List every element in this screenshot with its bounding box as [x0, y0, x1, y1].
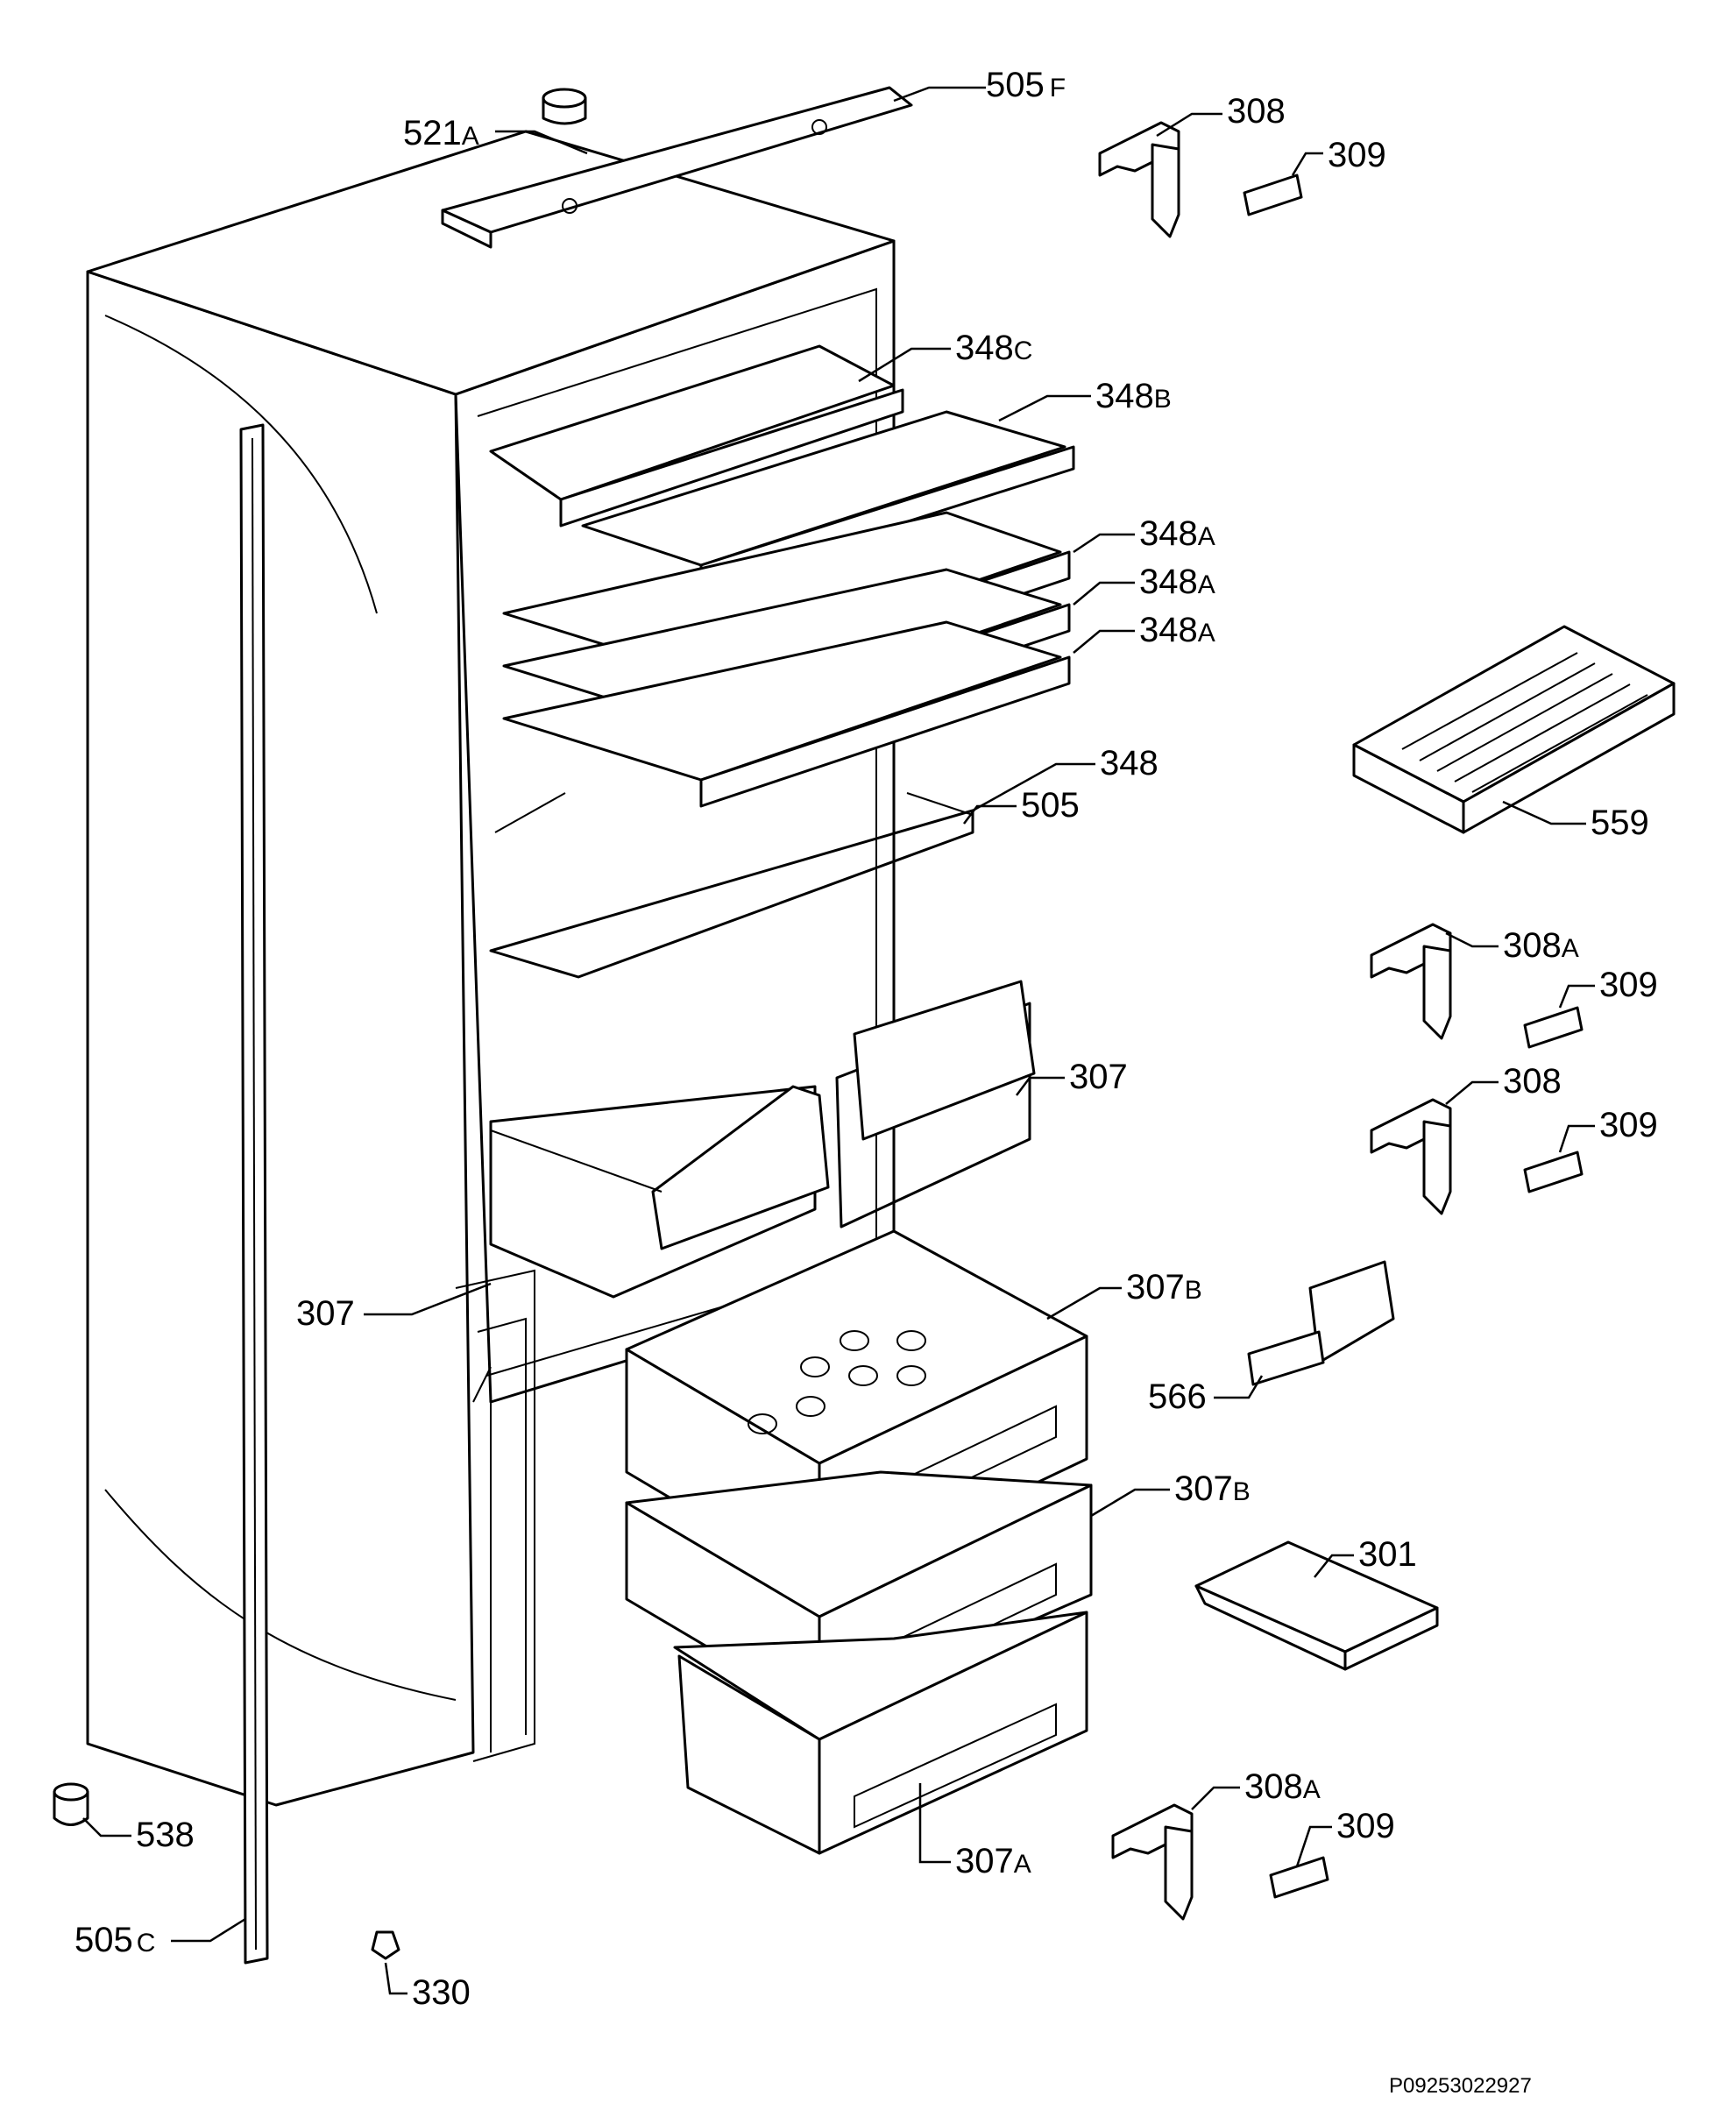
leader-lines [82, 86, 1595, 1995]
label-308A-2: 308A [1244, 1767, 1321, 1806]
label-301: 301 [1358, 1535, 1417, 1574]
label-307B-2: 307B [1174, 1469, 1251, 1508]
hinge-bar-505F [441, 86, 913, 249]
label-348C: 348C [955, 329, 1032, 367]
label-308A-1: 308A [1503, 926, 1579, 965]
label-307-left: 307 [296, 1294, 355, 1333]
scraper-566 [1247, 1260, 1395, 1386]
foot-538 [53, 1782, 89, 1826]
label-505: 505 [1021, 786, 1080, 825]
door-brackets [1098, 121, 1452, 1921]
crisper-drawers [489, 980, 1036, 1299]
label-538: 538 [136, 1816, 195, 1854]
label-307A: 307A [955, 1842, 1031, 1880]
glass-shelves [489, 344, 1075, 979]
ice-tray-559 [1352, 625, 1676, 834]
label-309-3: 309 [1599, 1106, 1658, 1144]
label-307-right: 307 [1069, 1058, 1128, 1096]
clip-330 [371, 1930, 400, 1960]
label-309-2: 309 [1599, 966, 1658, 1004]
label-330: 330 [412, 1973, 471, 2012]
label-308: 308 [1227, 92, 1286, 131]
label-309: 309 [1328, 136, 1386, 174]
label-348A-2: 348A [1139, 563, 1215, 601]
label-plates [1243, 173, 1584, 1899]
label-307B-1: 307B [1126, 1268, 1202, 1306]
cabinet [86, 130, 896, 1965]
label-348B: 348B [1095, 377, 1172, 415]
label-559: 559 [1591, 804, 1649, 842]
label-348A-1: 348A [1139, 514, 1215, 553]
label-521A: 521A [403, 114, 479, 152]
freezer-drawers [625, 1229, 1093, 1855]
document-code: P09253022927 [1389, 2074, 1532, 2098]
knob-521A [542, 88, 587, 125]
label-308-2: 308 [1503, 1062, 1562, 1101]
label-348A-3: 348A [1139, 611, 1215, 649]
label-309-4: 309 [1336, 1807, 1395, 1845]
ice-cube-tray-301 [1194, 1540, 1439, 1671]
label-566: 566 [1148, 1377, 1207, 1416]
label-348: 348 [1100, 744, 1159, 782]
